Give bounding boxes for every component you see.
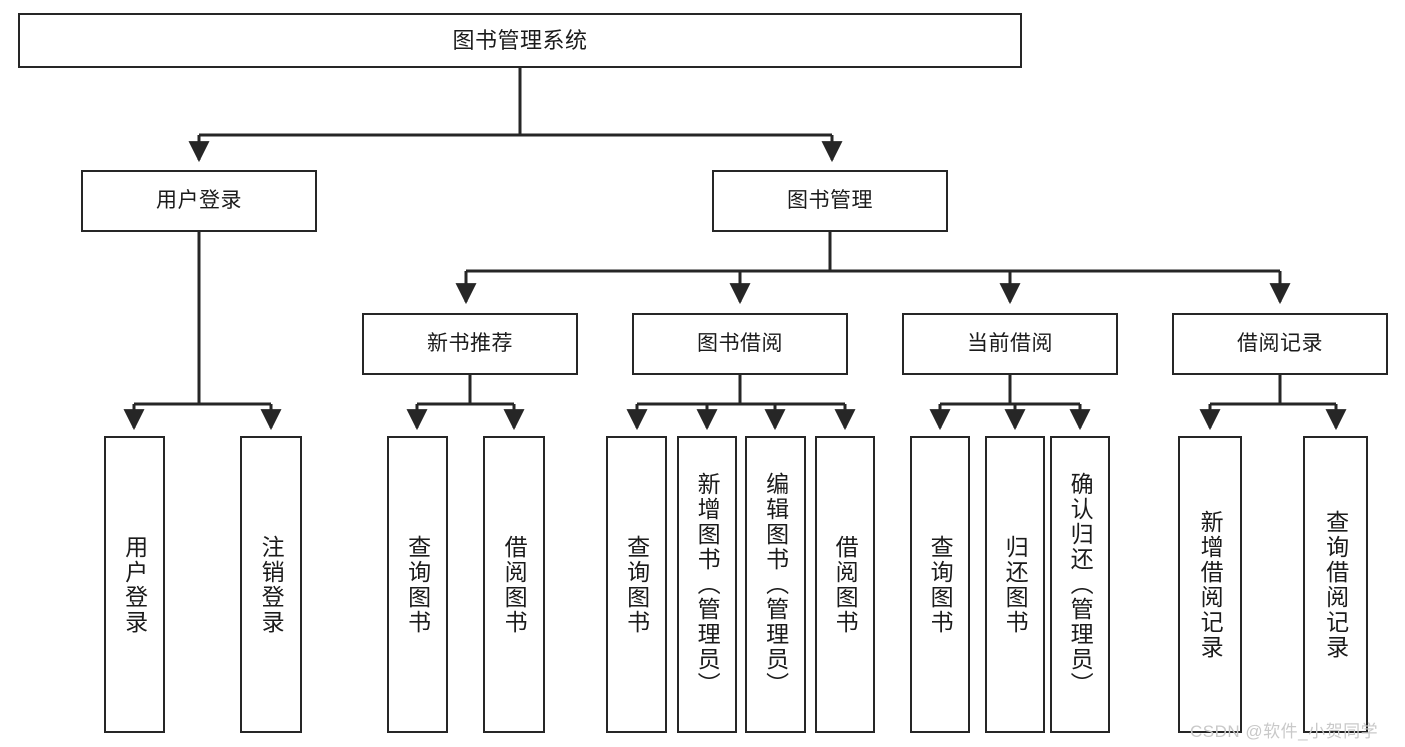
node-label: 用户登录 — [121, 534, 148, 635]
node-label: 图书管理系统 — [452, 27, 588, 53]
leaf-record-query[interactable]: 查询借阅记录 — [1303, 436, 1368, 733]
node-label: 新增图书（管理员） — [694, 472, 721, 697]
node-label: 编辑图书（管理员） — [762, 472, 789, 697]
node-label: 注销登录 — [258, 534, 285, 635]
node-label: 借阅图书 — [832, 534, 859, 635]
leaf-borrow-query-book[interactable]: 查询图书 — [606, 436, 667, 733]
leaf-borrow-borrow-book[interactable]: 借阅图书 — [815, 436, 875, 733]
node-label: 查询图书 — [927, 534, 954, 635]
leaf-current-query-book[interactable]: 查询图书 — [910, 436, 970, 733]
node-label: 查询图书 — [623, 534, 650, 635]
leaf-current-confirm-return[interactable]: 确认归还（管理员） — [1050, 436, 1110, 733]
node-label: 图书管理 — [787, 188, 873, 212]
node-label: 借阅图书 — [501, 534, 528, 635]
node-label: 用户登录 — [156, 188, 242, 212]
node-label: 当前借阅 — [967, 331, 1053, 355]
leaf-new-book-borrow[interactable]: 借阅图书 — [483, 436, 545, 733]
leaf-current-return-book[interactable]: 归还图书 — [985, 436, 1045, 733]
leaf-user-login-logout[interactable]: 注销登录 — [240, 436, 302, 733]
node-user-login[interactable]: 用户登录 — [81, 170, 317, 232]
node-book-management[interactable]: 图书管理 — [712, 170, 948, 232]
node-borrow-record[interactable]: 借阅记录 — [1172, 313, 1388, 375]
leaf-new-book-query[interactable]: 查询图书 — [387, 436, 448, 733]
node-book-borrow[interactable]: 图书借阅 — [632, 313, 848, 375]
node-current-borrow[interactable]: 当前借阅 — [902, 313, 1118, 375]
node-label: 确认归还（管理员） — [1067, 472, 1094, 697]
leaf-borrow-add-book[interactable]: 新增图书（管理员） — [677, 436, 737, 733]
node-label: 查询图书 — [404, 534, 431, 635]
node-root-system[interactable]: 图书管理系统 — [18, 13, 1022, 68]
node-label: 归还图书 — [1002, 534, 1029, 635]
node-label: 查询借阅记录 — [1322, 509, 1349, 660]
node-label: 借阅记录 — [1237, 331, 1323, 355]
leaf-user-login-login[interactable]: 用户登录 — [104, 436, 165, 733]
csdn-watermark: CSDN @软件_小贺同学 — [1190, 722, 1379, 741]
node-label: 新书推荐 — [427, 331, 513, 355]
leaf-borrow-edit-book[interactable]: 编辑图书（管理员） — [745, 436, 806, 733]
node-label: 图书借阅 — [697, 331, 783, 355]
node-new-book-recommend[interactable]: 新书推荐 — [362, 313, 578, 375]
leaf-record-add[interactable]: 新增借阅记录 — [1178, 436, 1242, 733]
node-label: 新增借阅记录 — [1197, 509, 1224, 660]
